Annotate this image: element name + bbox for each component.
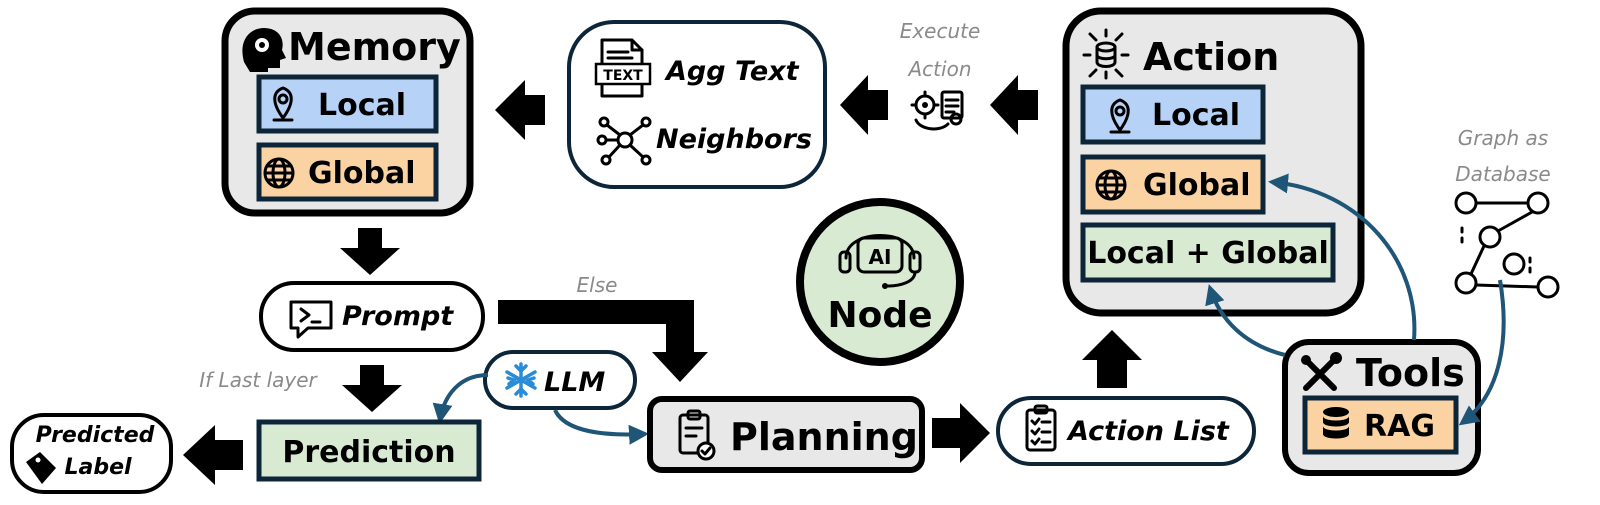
graph-database: Graph as Database [1454,126,1560,299]
if-last-layer-label: If Last layer [199,368,318,392]
arrow-memory-to-prompt [340,228,400,275]
memory-title: Memory [288,25,461,69]
execute-action: Execute Action [900,19,981,131]
tools-to-action-global-connector [1268,173,1417,341]
action-list-box: Action List [996,396,1256,466]
memory-local-box [256,74,439,134]
arrow-planning-to-action-list [932,403,990,463]
tools-block: Tools RAG [1282,339,1481,476]
memory-local-label: Local [318,88,406,123]
gear-checklist-icon [910,90,964,131]
arrow-prompt-to-prediction [342,365,402,412]
execute-action-line1: Execute [900,19,981,43]
database-icon [1323,407,1349,439]
snowflake-icon [505,362,537,398]
tools-title: Tools [1356,351,1465,395]
action-local-global-label: Local + Global [1087,236,1329,271]
llm-to-planning-connector [553,409,649,445]
aggregation-box: TEXT Agg Text Neighbors [567,20,827,189]
node-label: Node [827,295,932,336]
arrow-prediction-to-label [183,425,243,485]
action-block: Action Local Global Local + Global [1062,7,1365,317]
graph-db-to-rag-connector [1458,279,1506,426]
graph-db-line1: Graph as [1458,126,1548,150]
llm-box: LLM [483,350,637,410]
globe-icon [1095,169,1127,201]
action-title: Action [1143,35,1279,79]
svg-text:AI: AI [869,245,892,269]
map-pin-icon [1109,98,1131,134]
rag-label: RAG [1364,409,1435,444]
llm-label: LLM [544,367,605,398]
arrow-action-list-to-action [1082,330,1142,388]
tools-wrench-screwdriver-icon [1301,352,1342,391]
node-circle: AI Node [796,198,964,366]
prompt-label: Prompt [342,301,454,332]
planning-label: Planning [730,415,918,459]
predicted-label-line2: Label [64,455,132,480]
database-arrows-icon [1082,28,1130,80]
else-label: Else [577,273,618,297]
arrow-agg-to-memory [495,80,545,140]
memory-block: Memory Local Global [221,7,474,217]
arrow-action-to-execute [990,75,1038,135]
action-local-label: Local [1152,98,1240,133]
prediction-box [256,419,482,482]
neighbors-graph-icon [596,116,652,166]
execute-action-line2: Action [907,57,972,81]
prediction-label: Prediction [282,435,455,470]
arrow-else-to-planning [498,300,708,382]
terminal-chat-icon [289,300,333,339]
tag-icon [26,452,56,484]
predicted-label-line1: Predicted [36,423,155,448]
memory-global-label: Global [308,156,416,191]
globe-icon [263,157,295,189]
ai-headset-icon: AI [838,234,922,289]
head-brain-icon [242,28,286,72]
checklist-icon [1025,404,1057,452]
action-global-label: Global [1143,168,1251,203]
arrow-execute-to-agg [840,75,888,135]
llm-to-prediction-connector [432,373,489,424]
clipboard-check-icon [678,409,716,461]
text-document-icon: TEXT [594,38,652,98]
graph-network-icon [1454,191,1560,299]
graph-db-line2: Database [1455,162,1550,186]
prompt-box: Prompt [259,281,485,352]
action-local-global-box [1080,222,1336,283]
agg-text-label: Agg Text [664,56,800,87]
map-pin-icon [272,86,294,122]
action-list-label: Action List [1066,416,1230,447]
predicted-label-box: Predicted Label [10,413,173,494]
neighbors-label: Neighbors [656,124,812,155]
tools-to-action-local-global-connector [1205,284,1286,357]
svg-text:TEXT: TEXT [603,68,643,84]
planning-box: Planning [647,396,925,473]
